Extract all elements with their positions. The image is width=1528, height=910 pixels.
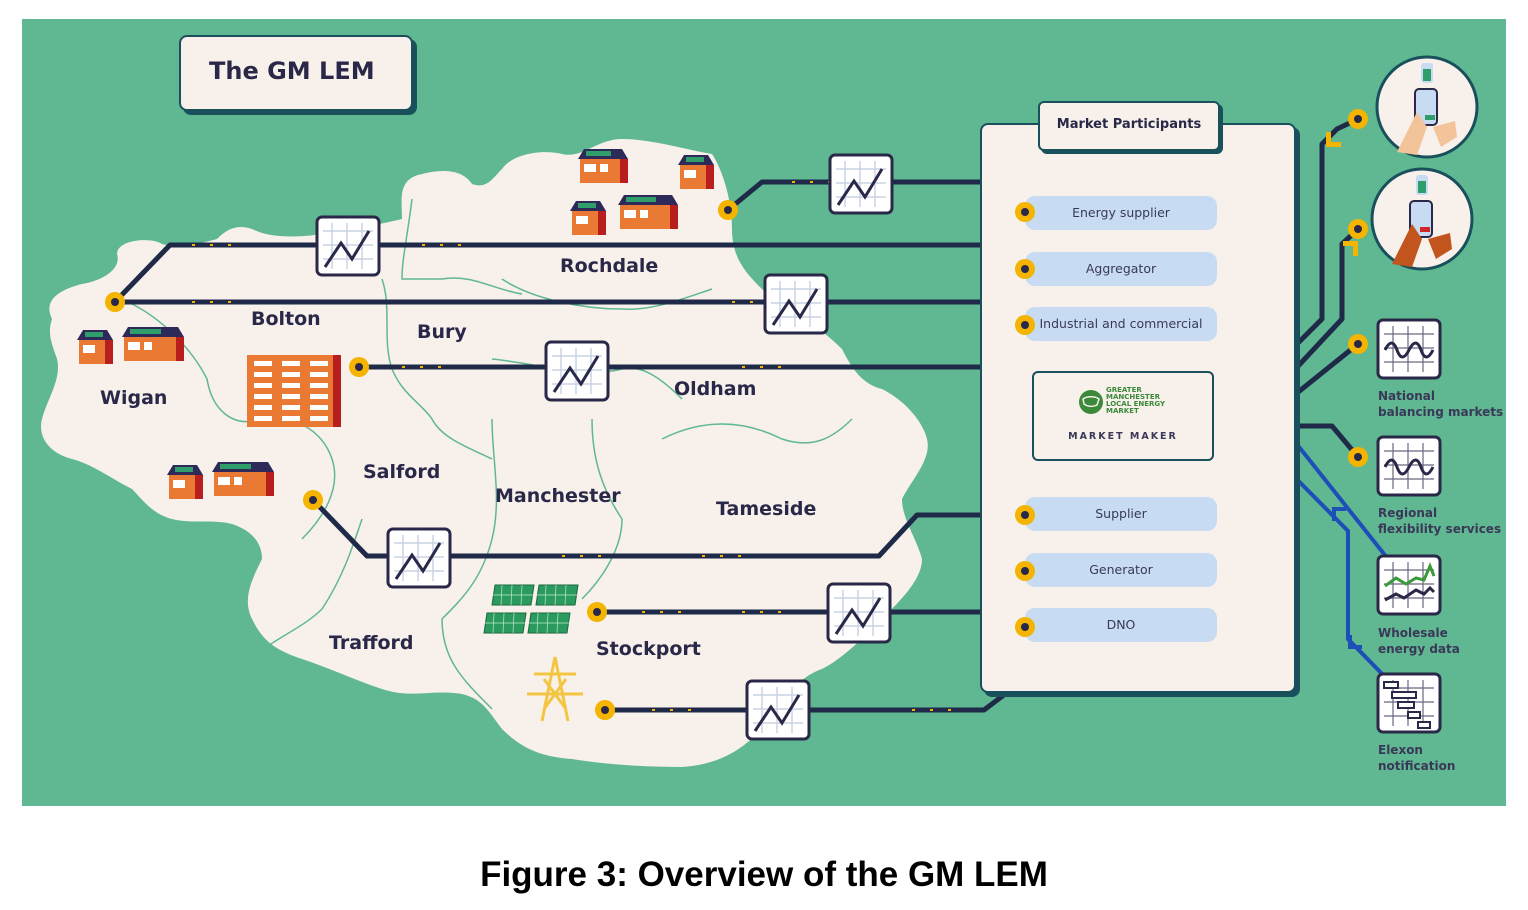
participant-label: Energy supplier	[1072, 205, 1170, 220]
output-label-line: Wholesale	[1378, 626, 1448, 640]
globe-logo-icon	[1079, 390, 1103, 414]
output-label-line: balancing markets	[1378, 405, 1504, 419]
diagram-panel: Wigan Bolton Bury Rochdale Oldham Salfor…	[22, 19, 1506, 806]
participant-label: Generator	[1089, 562, 1153, 577]
region-oldham: Oldham	[674, 378, 757, 400]
market-participants-heading: Market Participants	[1056, 117, 1202, 132]
participant-label: Aggregator	[1085, 261, 1157, 276]
output-wholesale-energy: Wholesale energy data	[1378, 625, 1460, 657]
region-tameside: Tameside	[716, 498, 817, 520]
region-stockport: Stockport	[596, 638, 701, 660]
output-label-line: energy data	[1378, 642, 1460, 656]
market-participants-heading-box: Market Participants	[1038, 101, 1220, 151]
line-dashes	[192, 181, 951, 711]
land-mass	[41, 139, 928, 767]
output-label-line: notification	[1378, 759, 1456, 773]
region-bury: Bury	[417, 321, 467, 343]
figure-caption: Figure 3: Overview of the GM LEM	[480, 855, 1048, 894]
region-rochdale: Rochdale	[560, 255, 659, 277]
arrow-down-left-icon	[1326, 132, 1341, 147]
region-wigan: Wigan	[100, 387, 168, 409]
output-label-line: Elexon	[1378, 743, 1423, 757]
participant-aggregator[interactable]: Aggregator	[1025, 252, 1217, 286]
app-arrows	[1326, 132, 1358, 256]
participant-industrial-commercial[interactable]: Industrial and commercial	[1025, 307, 1217, 341]
logo-line: MANCHESTER	[1106, 393, 1161, 401]
diagram-title: The GM LEM	[209, 57, 375, 85]
data-arrows	[1332, 507, 1362, 649]
arrow-down-right-icon	[1348, 635, 1362, 649]
market-maker-label: MARKET MAKER	[1068, 431, 1178, 442]
participant-label: DNO	[1106, 617, 1136, 632]
line-wigan-supplier	[311, 498, 1025, 559]
output-regional-flexibility: Regional flexibility services	[1378, 505, 1501, 537]
logo-text: GREATER MANCHESTER LOCAL ENERGY MARKET	[1106, 387, 1165, 415]
region-bolton: Bolton	[251, 308, 321, 330]
output-label-line: National	[1378, 389, 1435, 403]
participant-energy-supplier[interactable]: Energy supplier	[1025, 196, 1217, 230]
logo-line: LOCAL ENERGY	[1106, 400, 1166, 408]
output-national-balancing: National balancing markets	[1378, 388, 1503, 420]
arrow-up-right-icon	[1343, 241, 1358, 256]
participant-label: Supplier	[1095, 506, 1147, 521]
participant-dno[interactable]: DNO	[1025, 608, 1217, 642]
participant-label: Industrial and commercial	[1039, 316, 1203, 331]
logo-line: GREATER	[1106, 386, 1142, 394]
participant-supplier[interactable]: Supplier	[1025, 497, 1217, 531]
market-maker-box[interactable]: GREATER MANCHESTER LOCAL ENERGY MARKET M…	[1032, 371, 1214, 461]
output-elexon: Elexon notification	[1378, 742, 1455, 774]
output-label-line: Regional	[1378, 506, 1438, 520]
logo-line: MARKET	[1106, 407, 1139, 415]
arrow-up-left-icon	[1332, 507, 1346, 521]
participant-generator[interactable]: Generator	[1025, 553, 1217, 587]
output-label-line: flexibility services	[1378, 522, 1502, 536]
region-trafford: Trafford	[329, 632, 414, 654]
region-manchester: Manchester	[495, 485, 621, 507]
title-box: The GM LEM	[179, 35, 413, 111]
region-salford: Salford	[363, 461, 441, 483]
